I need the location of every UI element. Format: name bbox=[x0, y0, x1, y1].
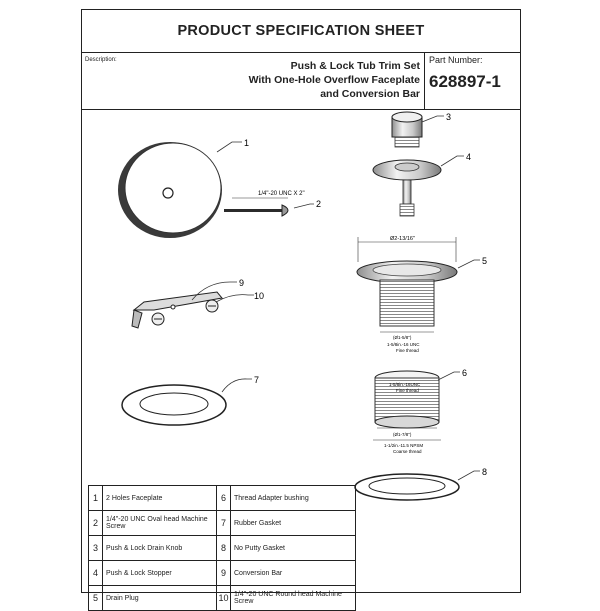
conversion-bar-drawing bbox=[131, 291, 223, 329]
faceplate-drawing bbox=[118, 142, 222, 238]
callout-4: 4 bbox=[466, 152, 471, 162]
sheet-title: PRODUCT SPECIFICATION SHEET bbox=[82, 10, 520, 53]
leader-line bbox=[421, 115, 444, 123]
spec-sheet: PRODUCT SPECIFICATION SHEET Description:… bbox=[81, 9, 521, 611]
leader-line bbox=[437, 371, 460, 381]
part-name-cell: Thread Adapter bushing bbox=[230, 485, 356, 511]
table-row: 2 1/4"-20 UNC Oval head Machine Screw 7 … bbox=[88, 510, 356, 536]
leader-line bbox=[191, 281, 237, 301]
drain-knob-drawing bbox=[391, 111, 423, 148]
leader-line bbox=[221, 378, 252, 393]
description-line: Push & Lock Tub Trim Set bbox=[290, 60, 420, 72]
part-name-cell: 2 Holes Faceplate bbox=[102, 485, 217, 511]
part-number-cell: 2 bbox=[88, 510, 103, 536]
callout-7: 7 bbox=[254, 375, 259, 385]
callout-10: 10 bbox=[254, 291, 264, 301]
adapter-thread-type: Coarse thread bbox=[393, 449, 422, 454]
leader-line bbox=[457, 470, 480, 481]
adapter-thread-spec: 1-1/2in.-11.5 NPSM bbox=[384, 443, 423, 448]
drain-thread-spec: 1-5/8in.-16 UNC bbox=[387, 342, 420, 347]
screw-dimension: 1/4"-20 UNC X 2" bbox=[258, 191, 305, 197]
description-line: With One-Hole Overflow Faceplate bbox=[248, 74, 420, 86]
callout-5: 5 bbox=[482, 256, 487, 266]
description-label: Description: bbox=[85, 57, 117, 63]
callout-9: 9 bbox=[239, 278, 244, 288]
part-name-cell: Rubber Gasket bbox=[230, 510, 356, 536]
part-number-cell: 3 bbox=[88, 535, 103, 561]
stopper-drawing bbox=[372, 159, 442, 217]
part-number-cell: 7 bbox=[216, 510, 231, 536]
part-number-cell: 8 bbox=[216, 535, 231, 561]
description-line: and Conversion Bar bbox=[320, 88, 420, 100]
part-name-cell: Push & Lock Drain Knob bbox=[102, 535, 217, 561]
rubber-gasket-drawing bbox=[121, 384, 227, 426]
header-row: Description: Push & Lock Tub Trim Set Wi… bbox=[82, 53, 520, 110]
oval-head-screw-drawing bbox=[224, 197, 289, 217]
leader-line bbox=[293, 203, 314, 209]
part-name-cell: Conversion Bar bbox=[230, 560, 356, 586]
part-number-cell: 9 bbox=[216, 560, 231, 586]
part-number: 628897-1 bbox=[429, 72, 501, 91]
adapter-bushing-drawing bbox=[373, 370, 441, 441]
leader-line bbox=[440, 155, 464, 167]
drain-diameter: (Ø1-5/8") bbox=[393, 335, 412, 340]
adapter-diameter: (Ø1-7/8") bbox=[393, 432, 412, 437]
adapter-inner-type: Fine thread bbox=[396, 388, 419, 393]
part-number-cell: 5 bbox=[88, 585, 103, 611]
part-name-cell: No Putty Gasket bbox=[230, 535, 356, 561]
part-name-cell: Push & Lock Stopper bbox=[102, 560, 217, 586]
callout-6: 6 bbox=[462, 368, 467, 378]
table-row: 4 Push & Lock Stopper 9 Conversion Bar bbox=[88, 560, 356, 586]
callout-2: 2 bbox=[316, 199, 321, 209]
part-number-label: Part Number: bbox=[429, 55, 483, 65]
part-number-cell: 1 bbox=[88, 485, 103, 511]
part-name-cell: 1/4"-20 UNC Round head Machine Screw bbox=[230, 585, 356, 611]
part-number-cell: Part Number: 628897-1 bbox=[424, 53, 520, 109]
drain-thread-type: Fine thread bbox=[396, 348, 419, 353]
table-row: 5 Drain Plug 10 1/4"-20 UNC Round head M… bbox=[88, 585, 356, 611]
part-number-cell: 10 bbox=[216, 585, 231, 611]
callout-3: 3 bbox=[446, 112, 451, 122]
parts-table: 1 2 Holes Faceplate 6 Thread Adapter bus… bbox=[88, 485, 356, 611]
callout-8: 8 bbox=[482, 467, 487, 477]
adapter-inner-spec: 1-5/8in.-16UNC bbox=[389, 382, 421, 387]
leader-line bbox=[215, 294, 254, 303]
part-name-cell: 1/4"-20 UNC Oval head Machine Screw bbox=[102, 510, 217, 536]
table-row: 3 Push & Lock Drain Knob 8 No Putty Gask… bbox=[88, 535, 356, 561]
table-row: 1 2 Holes Faceplate 6 Thread Adapter bus… bbox=[88, 485, 356, 511]
no-putty-gasket-drawing bbox=[354, 473, 460, 501]
parts-drawing: 1 2 3 4 5 6 7 8 9 10 1/4"-20 UNC X 2" Ø2… bbox=[118, 111, 487, 501]
leader-line bbox=[457, 259, 480, 269]
flange-diameter: Ø2-13/16" bbox=[390, 236, 415, 242]
callout-1: 1 bbox=[244, 138, 249, 148]
leader-line bbox=[216, 141, 242, 153]
product-description: Push & Lock Tub Trim Set With One-Hole O… bbox=[249, 59, 420, 101]
drain-plug-drawing bbox=[356, 237, 458, 333]
part-number-cell: 6 bbox=[216, 485, 231, 511]
part-number-cell: 4 bbox=[88, 560, 103, 586]
part-name-cell: Drain Plug bbox=[102, 585, 217, 611]
